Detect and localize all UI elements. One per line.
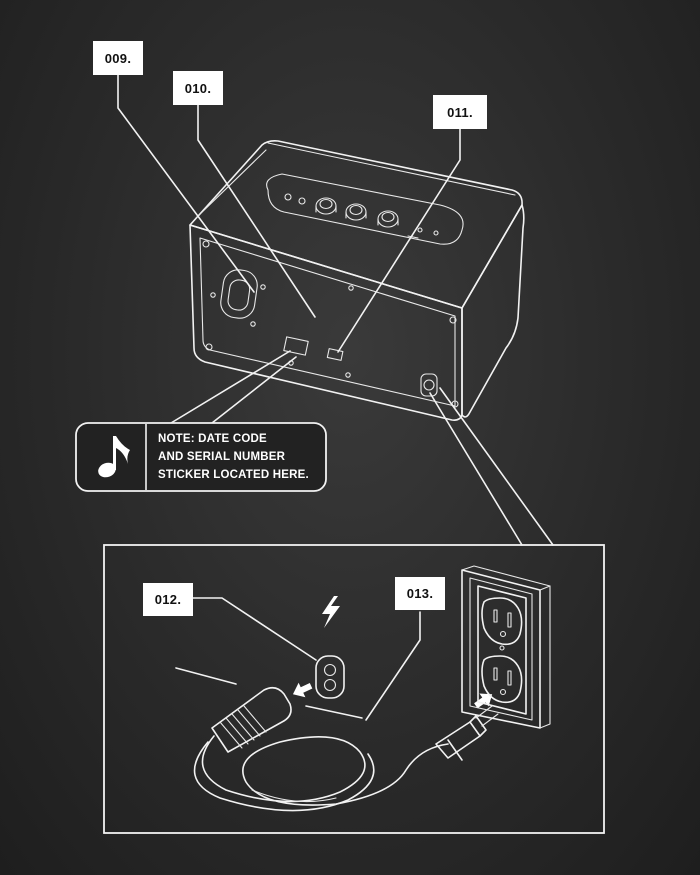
knob-bass: [315, 197, 337, 215]
arrow-to-inlet: [292, 682, 313, 698]
leader-lines: [117, 74, 554, 546]
figure-8-connector: [211, 686, 292, 753]
note-line-1: NOTE: DATE CODE: [158, 433, 267, 445]
lightning-icon: [322, 596, 340, 628]
wall-outlet: [461, 565, 551, 729]
callout-010-label: 010.: [185, 81, 212, 96]
control-panel: [266, 173, 464, 245]
bass-port: [220, 269, 258, 319]
figure-8-inlet: [315, 655, 345, 699]
callout-010: 010.: [173, 71, 223, 105]
note-line-2: AND SERIAL NUMBER: [158, 451, 286, 463]
callout-009-label: 009.: [105, 51, 132, 66]
knob-treble: [345, 203, 367, 221]
callout-009: 009.: [93, 41, 143, 75]
serial-sticker-area: [283, 336, 309, 356]
callout-011: 011.: [433, 95, 487, 129]
screws: [202, 240, 459, 408]
power-cord: [193, 735, 449, 812]
service-port: [326, 348, 344, 361]
callout-011-label: 011.: [447, 105, 473, 120]
callout-012-label: 012.: [155, 592, 182, 607]
knob-volume: [377, 210, 399, 228]
music-note-icon: [98, 436, 130, 478]
power-inlet-rear: [420, 373, 438, 397]
note-box: NOTE: DATE CODE AND SERIAL NUMBER STICKE…: [75, 422, 327, 492]
callout-013: 013.: [395, 577, 445, 610]
power-connection-panel: 012. 013.: [103, 544, 605, 834]
callout-013-label: 013.: [407, 586, 434, 601]
speaker-illustration: [189, 140, 525, 421]
callout-012: 012.: [143, 583, 193, 616]
wall-plug: [435, 705, 499, 761]
note-line-3: STICKER LOCATED HERE.: [158, 469, 309, 481]
